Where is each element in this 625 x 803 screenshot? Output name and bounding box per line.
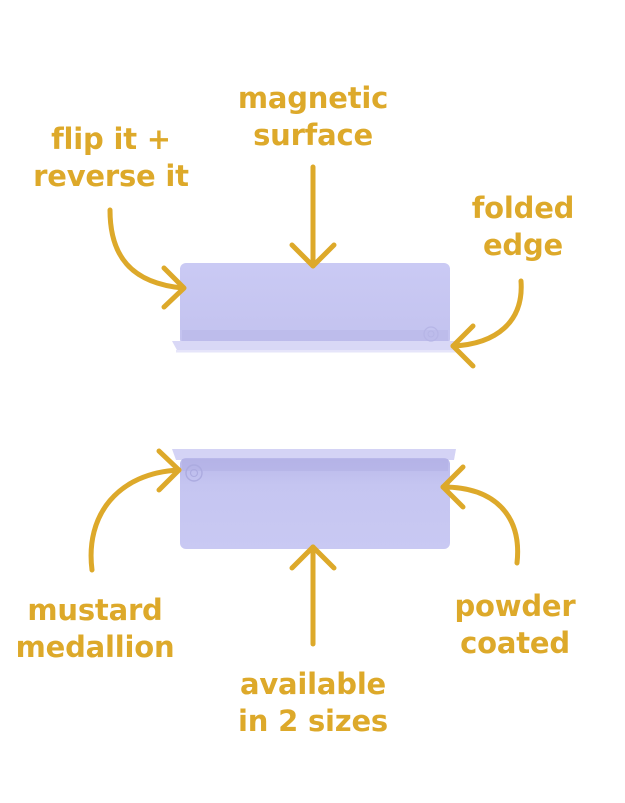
label-magnetic-surface: magnetic surface: [232, 80, 394, 154]
label-mustard-medallion-line1: mustard: [27, 593, 163, 627]
label-powder-coated-line1: powder: [454, 589, 576, 623]
arrow-magnetic-surface: [289, 164, 337, 269]
shelf-bottom-lip: [172, 449, 456, 460]
arrow-available-sizes: [289, 544, 337, 647]
label-available-sizes: available in 2 sizes: [232, 666, 394, 740]
shelf-bottom-inner-shadow: [182, 459, 448, 471]
shelf-top-lip: [172, 341, 456, 352]
label-flip-reverse-line2: reverse it: [33, 159, 189, 193]
label-folded-edge-line1: folded: [471, 191, 575, 225]
label-folded-edge: folded edge: [464, 190, 582, 264]
label-powder-coated-line2: coated: [460, 626, 570, 660]
arrow-flip-reverse: [107, 207, 187, 310]
shelf-top-back-panel: [180, 263, 450, 345]
label-available-sizes-line2: in 2 sizes: [238, 704, 388, 738]
label-flip-reverse-line1: flip it +: [51, 122, 171, 156]
label-mustard-medallion: mustard medallion: [8, 592, 182, 666]
medallion-icon: [423, 326, 439, 342]
shelf-bottom-panel: [180, 458, 450, 549]
shelf-bottom: [172, 449, 456, 549]
medallion-icon: [185, 464, 203, 482]
shelf-top-inner-shadow: [182, 330, 448, 344]
arrow-mustard-medallion: [88, 448, 182, 573]
arrow-powder-coated: [440, 464, 521, 566]
label-magnetic-surface-line2: surface: [253, 118, 373, 152]
shelf-top: [172, 263, 456, 353]
label-powder-coated: powder coated: [446, 588, 584, 662]
label-available-sizes-line1: available: [239, 667, 387, 701]
shelf-top-lip-edge: [176, 350, 456, 353]
label-mustard-medallion-line2: medallion: [15, 630, 175, 664]
arrow-folded-edge: [450, 278, 524, 369]
label-flip-reverse: flip it + reverse it: [28, 121, 194, 195]
label-folded-edge-line2: edge: [482, 228, 564, 262]
label-magnetic-surface-line1: magnetic: [237, 81, 389, 115]
